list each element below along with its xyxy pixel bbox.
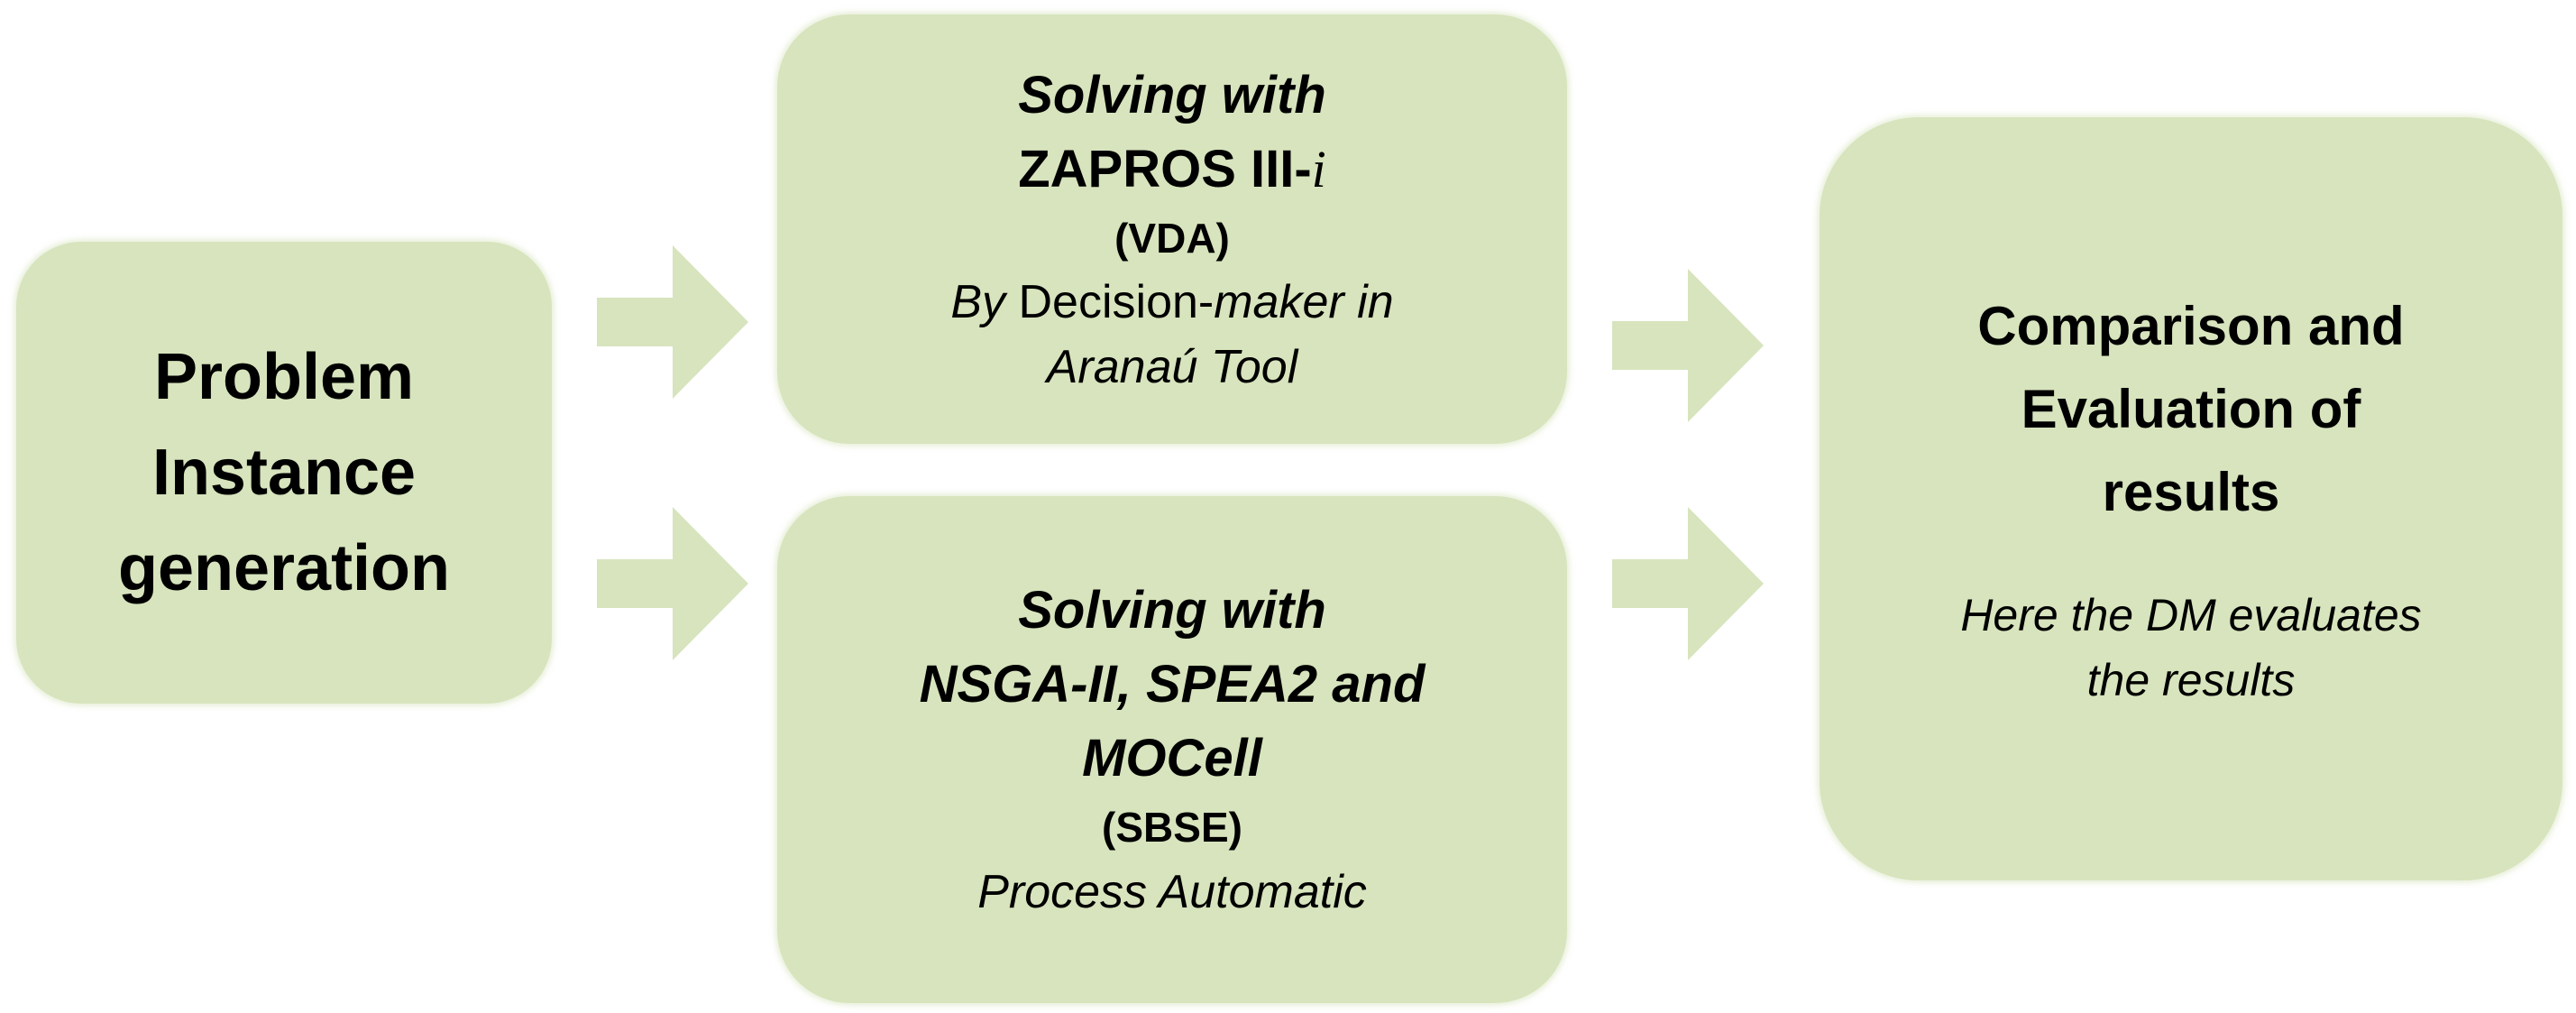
problem-line-2: Instance <box>151 437 417 509</box>
vda-method-name: ZAPROS III- <box>1018 140 1312 198</box>
eval-title-line-1: Comparison and <box>1977 296 2405 356</box>
vda-by-mid: Decision- <box>1005 276 1215 328</box>
vda-tag: (VDA) <box>1114 215 1230 262</box>
problem-line-1: Problem <box>153 341 415 413</box>
vda-title: Solving with <box>1018 66 1326 124</box>
sbse-solving-box: Solving with NSGA-II, SPEA2 and MOCell (… <box>777 496 1567 1003</box>
sbse-process: Process Automatic <box>977 866 1367 918</box>
vda-method: ZAPROS III-i <box>1018 133 1326 207</box>
vda-solving-box: Solving with ZAPROS III-i (VDA) By Decis… <box>777 14 1567 444</box>
vda-by-prefix: By <box>950 276 1006 328</box>
problem-instance-box: Problem Instance generation <box>16 242 552 704</box>
vda-tool: Aranaú Tool <box>1046 341 1298 393</box>
vda-by-line: By Decision-maker in <box>950 270 1393 335</box>
arrow-sbse-to-eval <box>1612 507 1764 660</box>
eval-note-line-2: the results <box>2086 655 2296 705</box>
vda-by-maker: maker in <box>1214 276 1394 328</box>
eval-note-line-1: Here the DM evaluates <box>1960 590 2422 640</box>
vda-method-suffix: i <box>1311 140 1326 198</box>
eval-title-line-3: results <box>2102 462 2280 522</box>
arrow-problem-to-sbse <box>597 507 748 660</box>
sbse-title: Solving with <box>1018 581 1326 640</box>
problem-line-3: generation <box>117 532 451 604</box>
arrow-problem-to-vda <box>597 245 748 399</box>
comparison-evaluation-box: Comparison and Evaluation of results Her… <box>1820 117 2562 880</box>
sbse-methods-line-2: MOCell <box>1082 729 1262 787</box>
sbse-tag: (SBSE) <box>1102 804 1242 851</box>
eval-title-line-2: Evaluation of <box>2021 379 2361 439</box>
arrow-vda-to-eval <box>1612 269 1764 422</box>
sbse-methods-line-1: NSGA-II, SPEA2 and <box>919 655 1426 714</box>
